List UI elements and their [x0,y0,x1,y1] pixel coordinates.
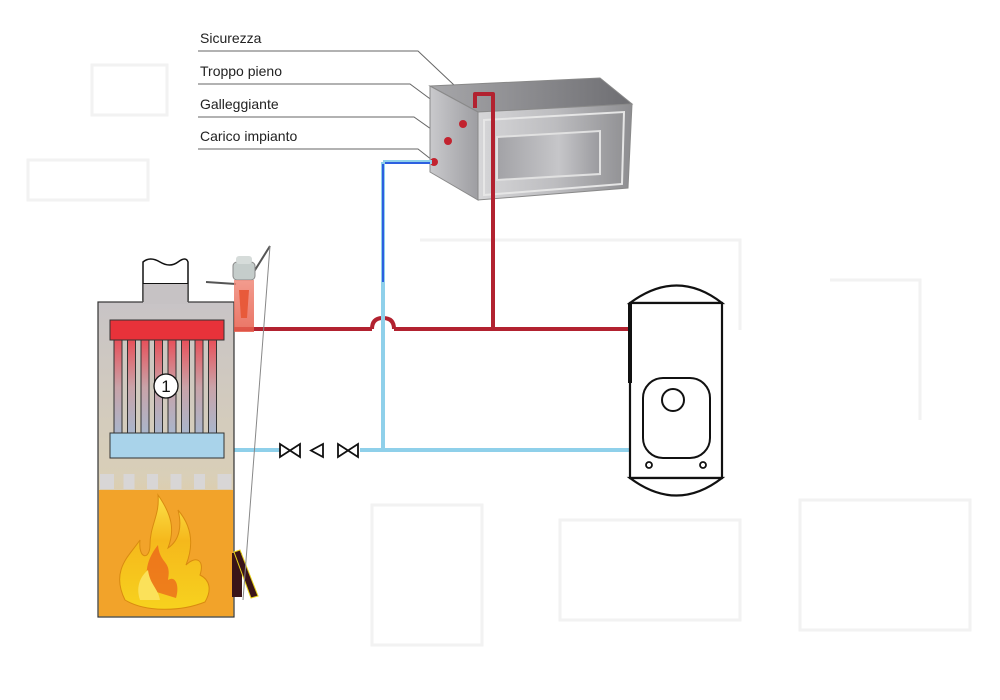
safety-valve [205,245,271,332]
boiler-number-badge [153,373,179,399]
grate-bar [194,474,205,489]
float-port [444,137,452,145]
flame-icon [119,493,210,610]
expansion-tank [428,77,634,201]
grate-bar [217,474,232,489]
grate-bar [123,474,135,489]
grate-bar [170,474,182,489]
label-carico-impianto: Carico impianto [200,128,297,144]
exchanger-fin [181,339,190,435]
overflow-port [459,120,467,128]
grate-bar [147,474,158,489]
label-troppo-pieno: Troppo pieno [200,63,282,79]
storage-cylinder [626,284,726,497]
grate [100,474,232,489]
leader-line-carico-impianto [198,148,433,161]
exchanger-fin [113,339,123,435]
exchanger-fin [208,339,217,435]
gate-valve-icon[interactable] [337,442,359,459]
hot-pipes [234,92,630,331]
gate-valve-icon[interactable] [279,442,301,459]
boiler: 1 [97,258,259,618]
boiler-number: 1 [161,377,170,396]
linkage-line [242,245,271,601]
check-valve-icon[interactable] [309,442,324,459]
exchanger-fin [127,339,136,435]
background-ghost [26,63,972,647]
grate-bar [100,474,114,489]
exchanger-fin [140,339,150,435]
label-sicurezza: Sicurezza [200,30,262,46]
exchanger-fin [194,339,204,435]
label-galleggiante: Galleggiante [200,96,279,112]
